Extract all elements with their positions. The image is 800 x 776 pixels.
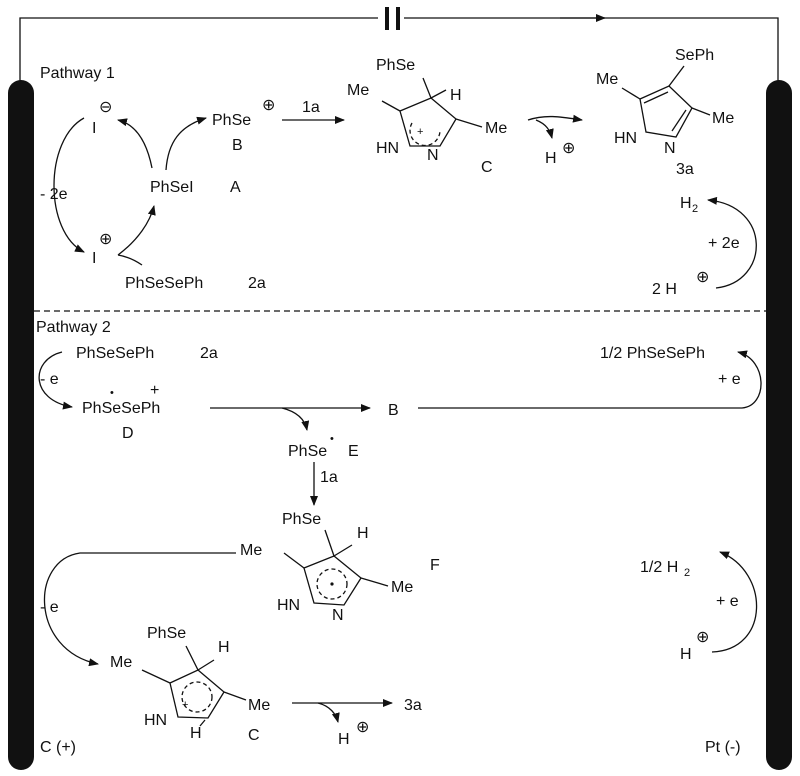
phse-cation: PhSe [212,112,251,129]
intermediate-f: PhSe H Me Me HN N F [240,511,440,624]
c-top-plus: + [417,126,423,138]
anodic-oxidation-arrow [53,117,85,253]
phsei-label: A [230,179,241,196]
diselenide-p2-label: 2a [200,345,218,362]
half-h2: 1/2 H [640,559,678,576]
radical-cation-plus: + [150,382,159,399]
f-phse: PhSe [282,511,321,528]
f-me-right: Me [391,579,413,596]
c-bot-me-left: Me [110,654,132,671]
two-h-plus: 2 H [652,281,677,298]
b-p2: B [388,402,399,419]
c-bot-h: H [218,639,230,656]
f-me-left: Me [240,542,262,559]
phse-radical-label: E [348,443,359,460]
phse-cation-formation-arrow [165,116,207,171]
f-hn: HN [277,597,300,614]
h2-top: H [680,195,692,212]
hplus-bottom: H [338,731,350,748]
pathway2-title: Pathway 2 [36,319,111,336]
hydrogen-evolution-arrow-bottom [711,551,758,653]
diselenide-label: 2a [248,275,266,292]
half-diselenide: 1/2 PhSeSePh [600,345,705,362]
phsei: PhSeI [150,179,194,196]
diselenide-p2: PhSeSePh [76,345,154,362]
anode-label: C (+) [40,739,76,756]
product-label: 3a [676,161,694,178]
plus-e-bottom-label: + e [716,593,739,610]
c-bot-h-bottom: H [190,725,202,742]
b-to-cathode-line [418,350,762,409]
intermediate-c-top: PhSe H Me Me HN N + C [347,57,507,176]
minus-e-label: - e [40,371,59,388]
product-me-left: Me [596,71,618,88]
iodide-charge: ⊖ [99,99,112,116]
radical-cation-dot: • [110,387,114,399]
two-h-plus-charge: ⊕ [696,269,709,286]
radical-cation-label: D [122,425,134,442]
minus-e2-label: - e [40,599,59,616]
oxidation-arrow-p2 [38,351,73,410]
diselenide-feed-curve [117,254,143,266]
c-top-hn: HN [376,140,399,157]
c-top-n: N [427,147,439,164]
phse-radical-dot: • [330,433,334,445]
phse-cation-charge: ⊕ [262,97,275,114]
f-label: F [430,557,440,574]
c-top-me-left: Me [347,82,369,99]
c-bot-label: C [248,727,260,744]
pathway1-title: Pathway 1 [40,65,115,82]
c-top-h: H [450,87,462,104]
product-me-right: Me [712,110,734,127]
hplus-top: H [545,150,557,167]
radical-addition-label: 1a [320,469,338,486]
intermediate-c-bottom: PhSe H Me Me HN H + C [110,625,270,744]
phse-cation-label: B [232,137,243,154]
product-hn: HN [614,130,637,147]
deprotonation-arrow-top [527,114,583,123]
f-h: H [357,525,369,542]
hydrogen-evolution-arrow-top [707,196,757,289]
cathode-electrode [766,80,792,770]
hplus-bottom-charge: ⊕ [356,719,369,736]
anode-electrode [8,80,34,770]
diselenide: PhSeSePh [125,275,203,292]
product-seph: SePh [675,47,714,64]
iodide-regeneration-arrow [117,118,153,169]
product-3a-bottom: 3a [404,697,422,714]
phsei-formation-arrow [117,205,156,256]
c-bot-hn: HN [144,712,167,729]
phse-radical: PhSe [288,443,327,460]
h2-top-sub: 2 [692,203,698,215]
c-bot-plus: + [182,699,188,711]
oxidation-arrow-f [43,552,236,667]
c-top-phse: PhSe [376,57,415,74]
iodonium-charge: ⊕ [99,231,112,248]
addition-arrow-1-label: 1a [302,99,320,116]
product-3a: SePh Me Me HN N 3a [596,47,734,178]
product-n: N [664,140,676,157]
h-plus-bottom-cathode: H [680,646,692,663]
external-circuit [19,7,779,85]
iodonium: I [92,250,96,267]
c-top-label: C [481,159,493,176]
radical-cation: PhSeSePh [82,400,160,417]
h-plus-bottom-cathode-charge: ⊕ [696,629,709,646]
hplus-top-charge: ⊕ [562,140,575,157]
c-top-me-right: Me [485,120,507,137]
c-bot-me-right: Me [248,697,270,714]
cathode-label: Pt (-) [705,739,741,756]
half-h2-sub: 2 [684,567,690,579]
plus-2e-label: + 2e [708,235,740,252]
c-bot-phse: PhSe [147,625,186,642]
plus-e-top-label: + e [718,371,741,388]
iodide: I [92,120,96,137]
f-n: N [332,607,344,624]
